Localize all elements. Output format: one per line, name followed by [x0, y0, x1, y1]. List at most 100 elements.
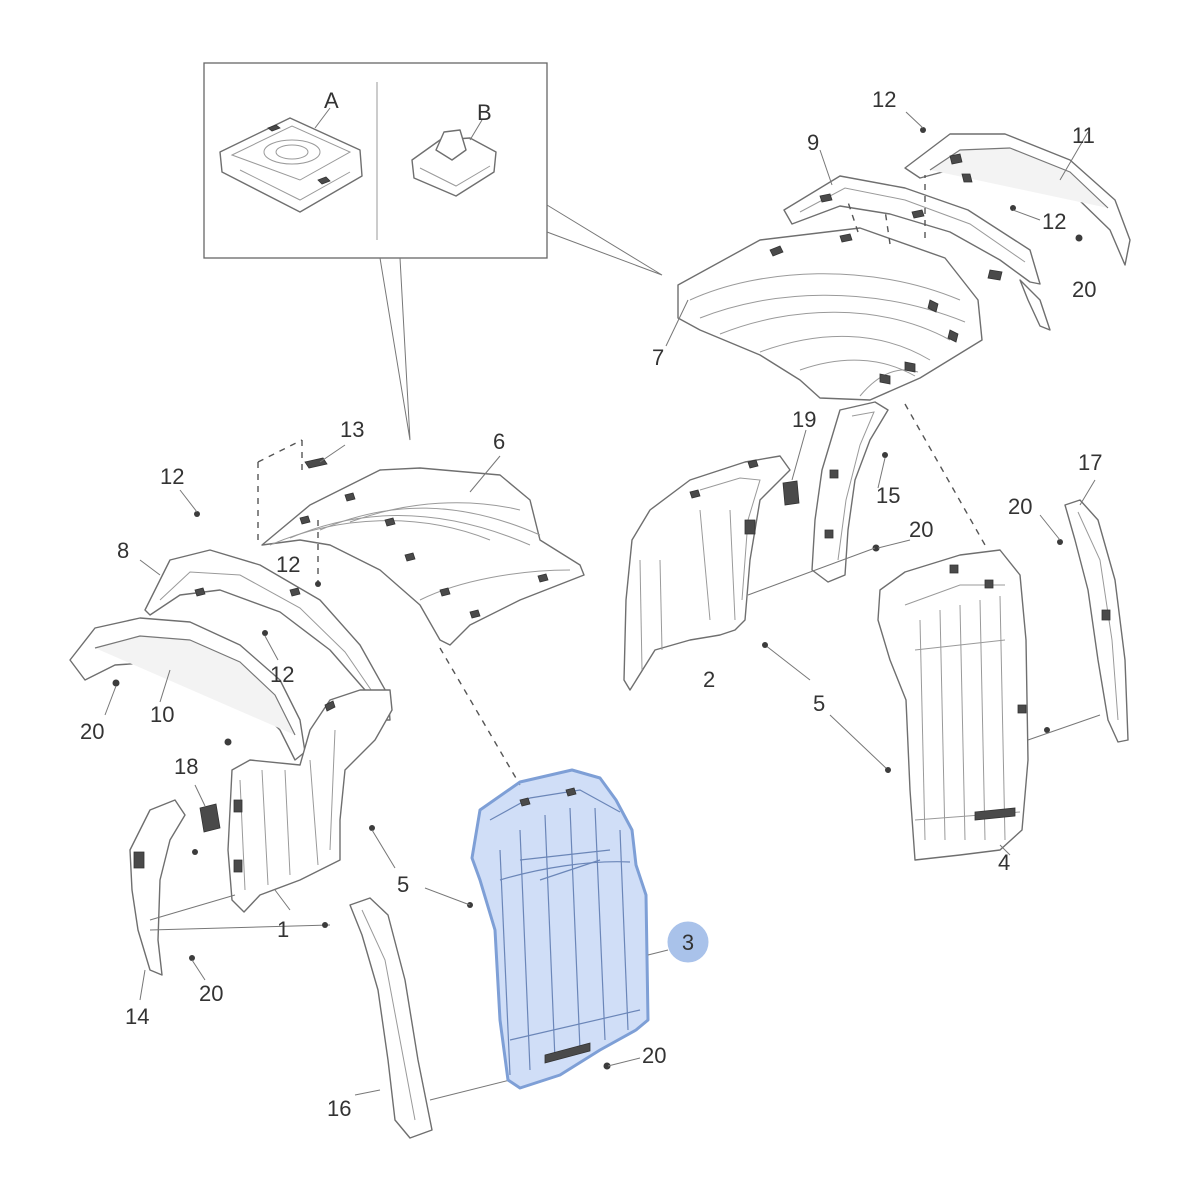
callout-badge-3[interactable]: 3: [667, 921, 709, 963]
part-4-mudflap-right: [877, 549, 1029, 861]
clip-a-icon: [219, 107, 363, 213]
part-1-liner-left: [227, 689, 393, 913]
clip-b-label: B: [477, 100, 492, 125]
leader-13: [319, 444, 346, 463]
screw-20-far-right: [1057, 539, 1063, 545]
screw-16-top: [322, 922, 328, 928]
dash-7-to-4: [904, 403, 986, 546]
leader-5-left-a: [371, 829, 396, 869]
label-20-lower-left: 20: [199, 981, 223, 1006]
screw-20-left: [112, 679, 120, 687]
leader-20-mid-right: [877, 539, 911, 549]
label-4: 4: [998, 850, 1010, 875]
leader-3: [647, 949, 669, 956]
leader-6: [469, 455, 501, 493]
dash-9a: [847, 201, 859, 233]
dash-13b: [257, 439, 303, 463]
leader-5-right-a: [764, 644, 811, 681]
label-12-top: 12: [872, 87, 896, 112]
leader-12-right: [1012, 209, 1041, 221]
part-3-mudflap-highlighted[interactable]: [470, 768, 650, 1090]
label-16: 16: [327, 1096, 351, 1121]
leader-14-to-1: [149, 894, 236, 921]
part-2-liner-right: [623, 455, 791, 691]
leader-10: [159, 669, 171, 703]
leader-1: [274, 889, 291, 911]
leader-4-to-17: [1027, 714, 1101, 741]
label-5-right: 5: [813, 691, 825, 716]
clip-b-icon: [411, 119, 497, 197]
part-11-arch-flare: [904, 133, 1131, 331]
label-6: 6: [493, 429, 505, 454]
label-20-far-right: 20: [1008, 494, 1032, 519]
label-15: 15: [876, 483, 900, 508]
leader-16: [354, 1089, 381, 1096]
part-19-clip: [782, 429, 807, 506]
clip-a-label: A: [324, 88, 339, 113]
screw-12-right: [1010, 205, 1016, 211]
clip-detail-inset: A B: [203, 62, 663, 441]
callout-badge-circle: [667, 921, 709, 963]
screw-5-left-a: [369, 825, 375, 831]
inset-pointer-right: [546, 204, 663, 276]
inset-pointer-left: [379, 257, 411, 441]
screw-5-right-b: [885, 767, 891, 773]
leader-15: [877, 457, 886, 489]
label-20-bottom: 20: [642, 1043, 666, 1068]
label-13: 13: [340, 417, 364, 442]
screw-12-low: [262, 630, 268, 636]
label-5-left: 5: [397, 872, 409, 897]
leader-17: [1079, 479, 1096, 506]
screw-20-right-top: [1075, 234, 1083, 242]
label-12-right: 12: [1042, 209, 1066, 234]
part-17-side-trim: [1064, 499, 1129, 743]
leader-2-to-screw: [747, 547, 876, 596]
label-1: 1: [277, 917, 289, 942]
part-7-wheelhouse-upper-right: [677, 227, 983, 401]
label-12-mid: 12: [276, 552, 300, 577]
screw-20-mid-right: [872, 544, 880, 552]
leader-5-left-b: [424, 887, 471, 906]
label-17: 17: [1078, 450, 1102, 475]
leader-12-low: [264, 635, 279, 661]
dash-6-to-3: [439, 647, 521, 786]
part-16-arch-trim-lower: [349, 897, 433, 1139]
label-10: 10: [150, 702, 174, 727]
label-8: 8: [117, 538, 129, 563]
callout-badge-label: 3: [682, 930, 694, 955]
leader-20-left: [104, 685, 117, 716]
leader-14: [139, 969, 146, 1001]
label-14: 14: [125, 1004, 149, 1029]
screw-20-bottom: [603, 1062, 611, 1070]
leader-8: [139, 559, 161, 576]
screw-1-top: [224, 738, 232, 746]
leader-4: [999, 844, 1011, 856]
leader-9: [819, 149, 833, 186]
screw-20-lower-left: [189, 955, 195, 961]
part-18-clip: [194, 784, 221, 833]
label-7: 7: [652, 345, 664, 370]
label-20-mid-right: 20: [909, 517, 933, 542]
leader-7: [665, 299, 689, 347]
leader-5-right-b: [829, 714, 889, 771]
label-20-right-top: 20: [1072, 277, 1096, 302]
screw-14-top: [192, 849, 198, 855]
leader-12-left: [179, 489, 198, 513]
label-9: 9: [807, 130, 819, 155]
label-12-left: 12: [160, 464, 184, 489]
screw-12-left: [194, 511, 200, 517]
label-11: 11: [1072, 123, 1095, 148]
screw-5-right: [762, 642, 768, 648]
label-20-left: 20: [80, 719, 104, 744]
part-9-trim-strip: [783, 175, 1041, 285]
label-19: 19: [792, 407, 816, 432]
screw-4-right: [1044, 727, 1050, 733]
part-14-side-trim-left: [129, 799, 186, 976]
leader-20-bottom: [607, 1057, 641, 1067]
dash-9b: [884, 209, 891, 245]
leader-11: [1059, 131, 1089, 181]
screw-15: [882, 452, 888, 458]
screw-12-top: [920, 127, 926, 133]
screw-12-mid: [315, 581, 321, 587]
leader-16-to-3: [429, 1079, 511, 1101]
